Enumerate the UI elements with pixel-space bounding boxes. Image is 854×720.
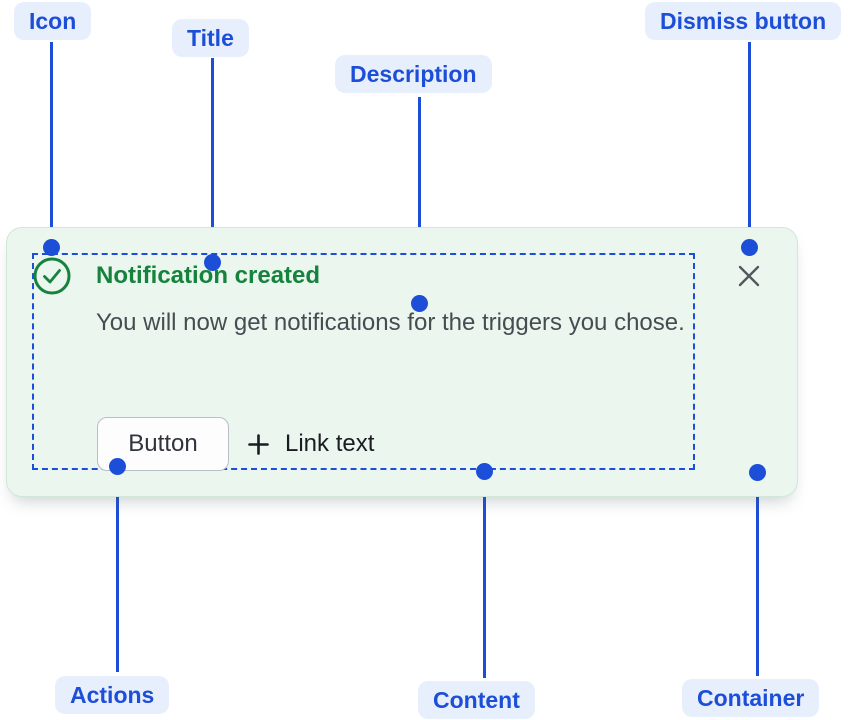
annotation-dot-content <box>476 462 493 480</box>
annotation-line-content <box>483 471 486 678</box>
annotation-label-content: Content <box>418 681 535 719</box>
dismiss-button[interactable] <box>731 258 767 294</box>
annotation-label-icon: Icon <box>14 2 92 40</box>
notification-description: You will now get notifications for the t… <box>96 309 685 336</box>
action-link[interactable]: Link text <box>247 430 374 458</box>
action-link-label: Link text <box>285 430 375 457</box>
annotation-dot-description <box>411 294 428 312</box>
action-button-label: Button <box>128 430 198 457</box>
annotation-label-actions: Actions <box>55 676 170 714</box>
annotation-dot-icon <box>43 238 60 256</box>
annotation-dot-title <box>203 253 221 271</box>
annotation-line-actions <box>115 466 119 672</box>
annotation-label-dismiss-button: Dismiss button <box>645 2 842 40</box>
annotation-label-container: Container <box>682 679 820 717</box>
action-button[interactable]: Button <box>97 417 229 471</box>
content-region-outline <box>32 253 695 470</box>
annotation-dot-dismiss-button <box>740 238 758 256</box>
annotation-line-title <box>210 58 214 262</box>
annotation-line-container <box>755 472 759 676</box>
annotation-label-title: Title <box>172 19 249 57</box>
annotation-label-description: Description <box>335 55 492 93</box>
annotation-line-dismiss-button <box>747 42 751 247</box>
annotation-dot-actions <box>108 457 126 475</box>
plus-icon <box>248 433 269 455</box>
annotation-line-icon <box>50 42 53 247</box>
annotation-dot-container <box>748 463 766 481</box>
close-icon <box>738 265 760 287</box>
check-circle-icon <box>33 257 71 295</box>
annotation-line-description <box>418 97 421 303</box>
